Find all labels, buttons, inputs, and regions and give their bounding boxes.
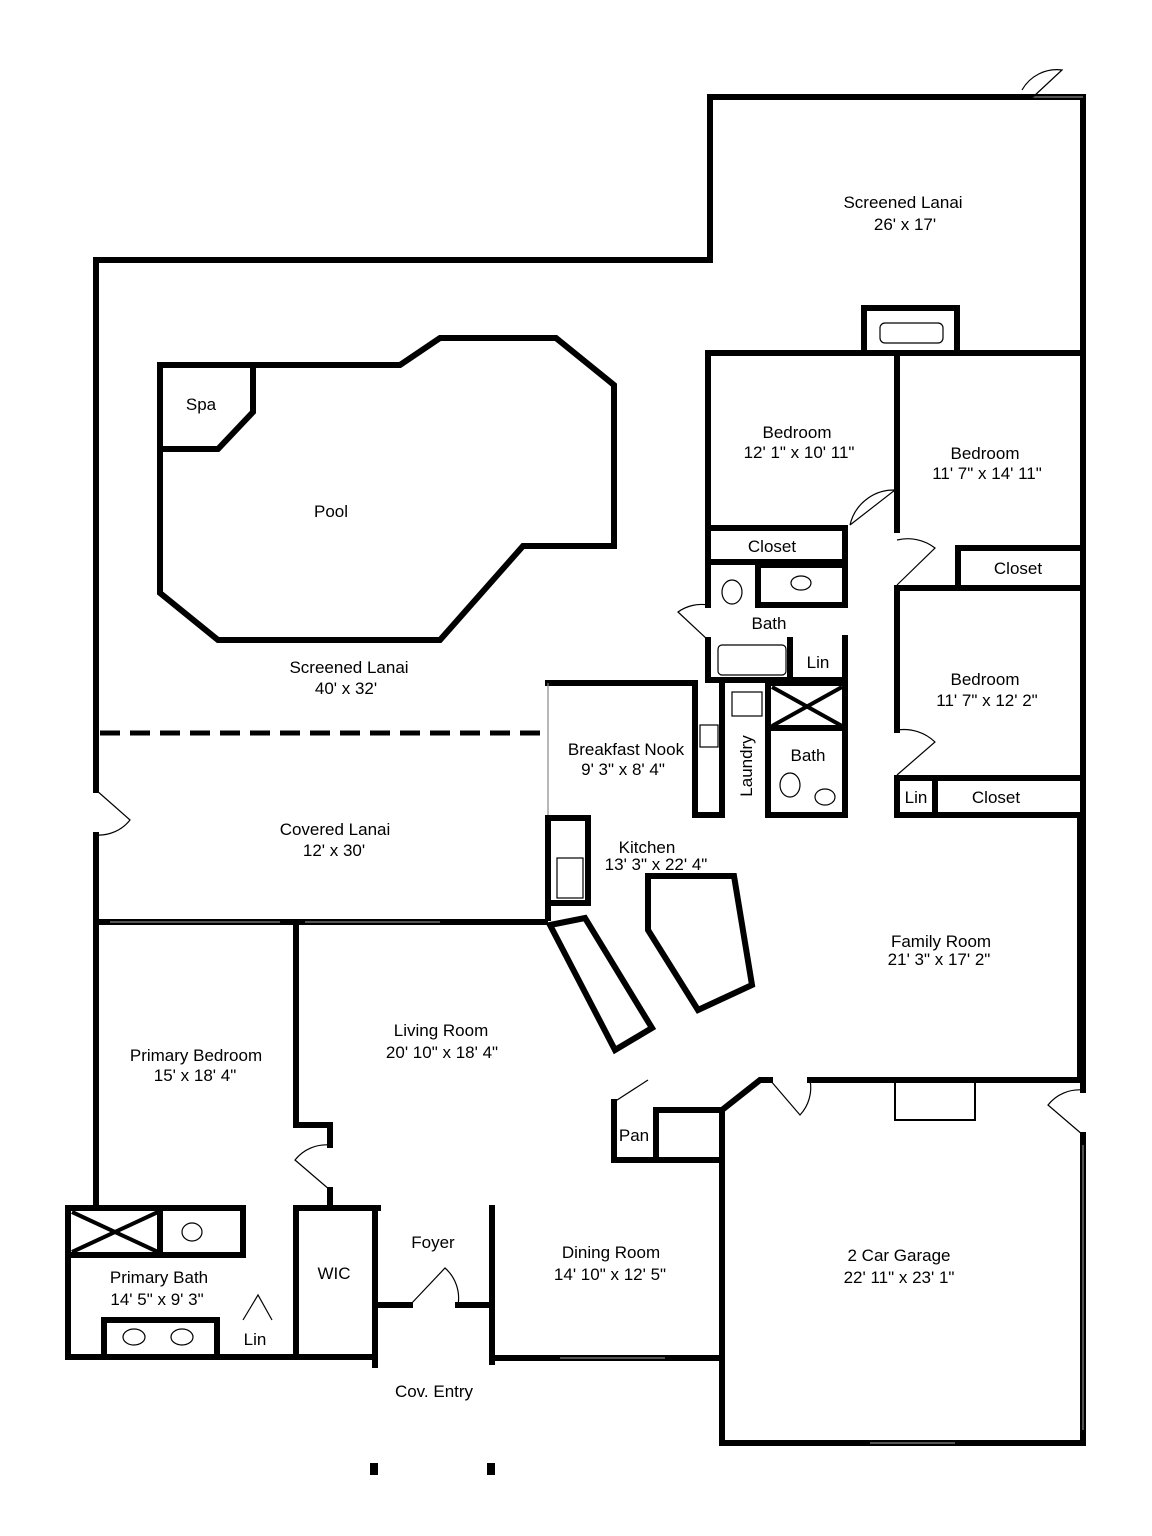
room-labels: Screened Lanai 26' x 17' Spa Pool Screen… xyxy=(110,193,1042,1401)
room-name: Lin xyxy=(905,788,928,807)
room-name: Kitchen xyxy=(619,838,676,857)
room-name: Primary Bath xyxy=(110,1268,208,1287)
room-size: 11' 7" x 14' 11" xyxy=(932,464,1042,483)
spa xyxy=(157,362,256,452)
room-name: Bath xyxy=(791,746,826,765)
room-size: 26' x 17' xyxy=(874,215,936,234)
room-size: 12' 1" x 10' 11" xyxy=(744,443,855,462)
room-size: 14' 10" x 12' 5" xyxy=(554,1265,666,1284)
room-name: 2 Car Garage xyxy=(848,1246,951,1265)
room-name: Dining Room xyxy=(562,1243,660,1262)
room-name: Bedroom xyxy=(951,444,1020,463)
room-size: 15' x 18' 4" xyxy=(154,1066,236,1085)
room-name: Closet xyxy=(972,788,1020,807)
doors xyxy=(95,69,1084,1321)
room-size: 9' 3" x 8' 4" xyxy=(581,760,665,779)
room-name: Family Room xyxy=(891,932,991,951)
room-name: Pan xyxy=(619,1126,649,1145)
room-size: 14' 5" x 9' 3" xyxy=(110,1290,203,1309)
room-size: 40' x 32' xyxy=(315,679,377,698)
room-size: 22' 11" x 23' 1" xyxy=(844,1268,955,1287)
room-name: Spa xyxy=(186,395,217,414)
room-name: Cov. Entry xyxy=(395,1382,474,1401)
room-name: Breakfast Nook xyxy=(568,740,685,759)
room-name: WIC xyxy=(317,1264,350,1283)
room-name: Screened Lanai xyxy=(289,658,408,677)
room-name: Laundry xyxy=(737,735,756,797)
room-name: Living Room xyxy=(394,1021,489,1040)
room-name: Screened Lanai xyxy=(843,193,962,212)
room-name: Closet xyxy=(994,559,1042,578)
room-name: Bedroom xyxy=(763,423,832,442)
room-name: Lin xyxy=(244,1330,267,1349)
room-size: 13' 3" x 22' 4" xyxy=(605,855,708,874)
fixtures xyxy=(122,322,944,1346)
room-size: 11' 7" x 12' 2" xyxy=(936,691,1037,710)
room-size: 21' 3" x 17' 2" xyxy=(888,950,991,969)
room-name: Bath xyxy=(752,614,787,633)
room-name: Pool xyxy=(314,502,348,521)
room-size: 12' x 30' xyxy=(303,841,365,860)
walls xyxy=(65,94,1086,1475)
room-name: Covered Lanai xyxy=(280,820,391,839)
room-name: Bedroom xyxy=(951,670,1020,689)
room-size: 20' 10" x 18' 4" xyxy=(386,1043,498,1062)
room-name: Foyer xyxy=(411,1233,455,1252)
room-name: Primary Bedroom xyxy=(130,1046,262,1065)
room-name: Closet xyxy=(748,537,796,556)
room-name: Lin xyxy=(807,653,830,672)
pool xyxy=(157,335,617,643)
